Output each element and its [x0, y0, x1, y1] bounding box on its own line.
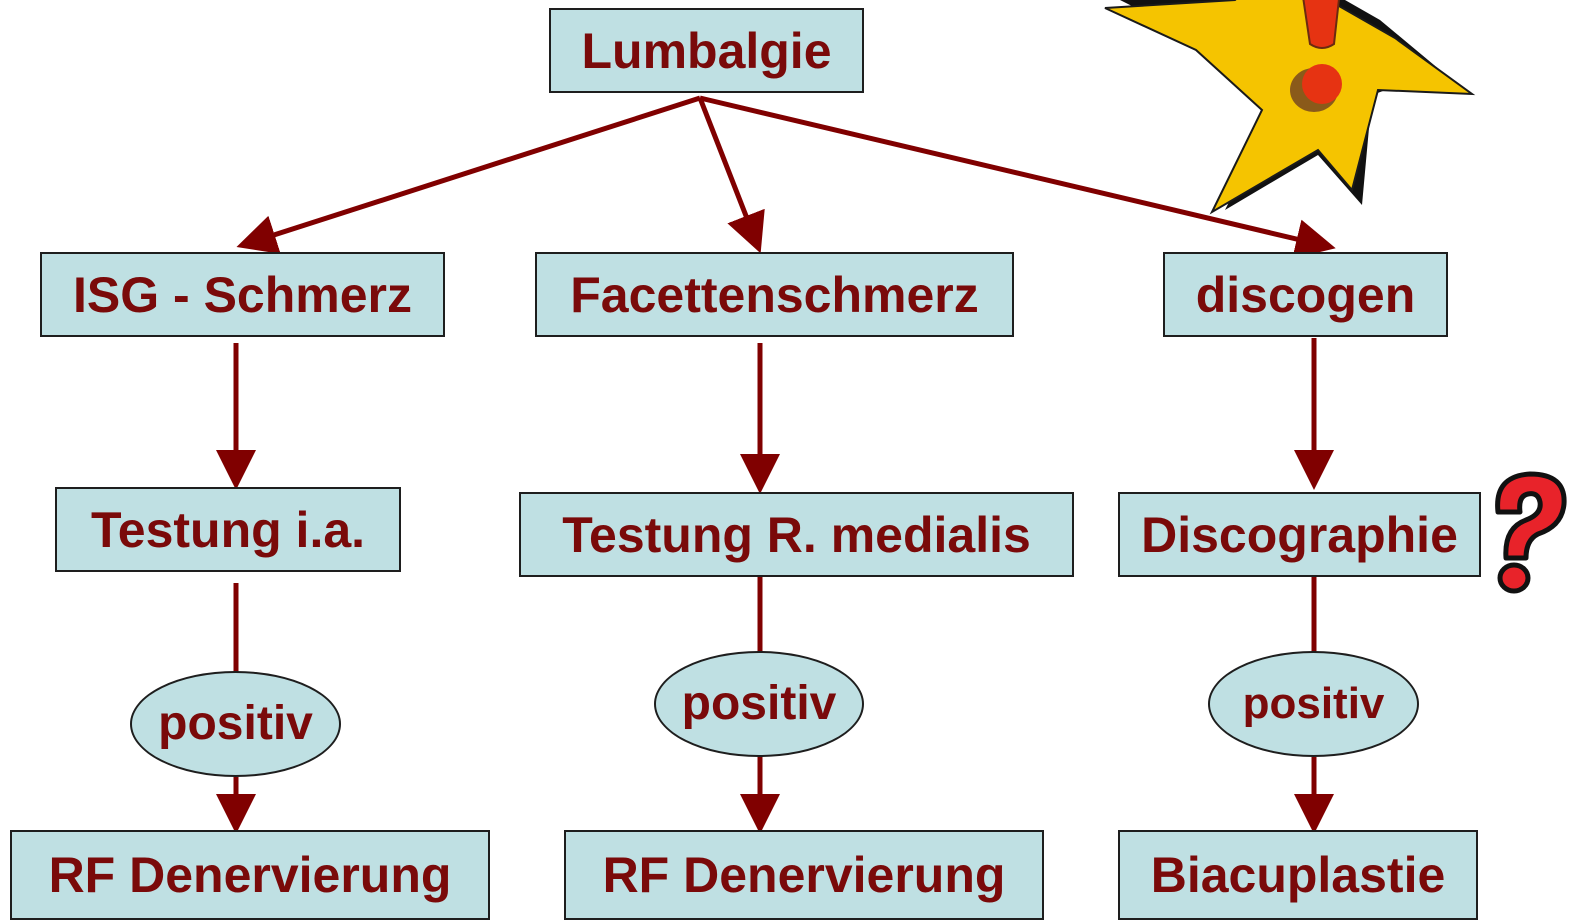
arrow-root-to-facet: [697, 97, 765, 254]
node-positiv-disc: positiv: [1208, 651, 1419, 757]
node-rf-denervierung-isg: RF Denervierung: [10, 830, 490, 920]
node-positiv-facet: positiv: [654, 651, 864, 757]
node-lumbalgie: Lumbalgie: [549, 8, 864, 93]
node-testung-r-medialis: Testung R. medialis: [519, 492, 1074, 577]
node-discographie: Discographie: [1118, 492, 1481, 577]
connector-arrows: [216, 95, 1336, 834]
question-mark-icon: [1495, 471, 1567, 594]
exclamation-burst-icon: [1104, 0, 1476, 215]
node-testung-ia: Testung i.a.: [55, 487, 401, 572]
node-facettenschmerz: Facettenschmerz: [535, 252, 1014, 337]
arrow-root-to-disc: [699, 95, 1336, 259]
arrow-root-to-isg: [236, 95, 701, 254]
node-rf-denervierung-facet: RF Denervierung: [564, 830, 1044, 920]
node-isg-schmerz: ISG - Schmerz: [40, 252, 445, 337]
node-positiv-isg: positiv: [130, 671, 341, 777]
node-biacuplastie: Biacuplastie: [1118, 830, 1478, 920]
node-discogen: discogen: [1163, 252, 1448, 337]
